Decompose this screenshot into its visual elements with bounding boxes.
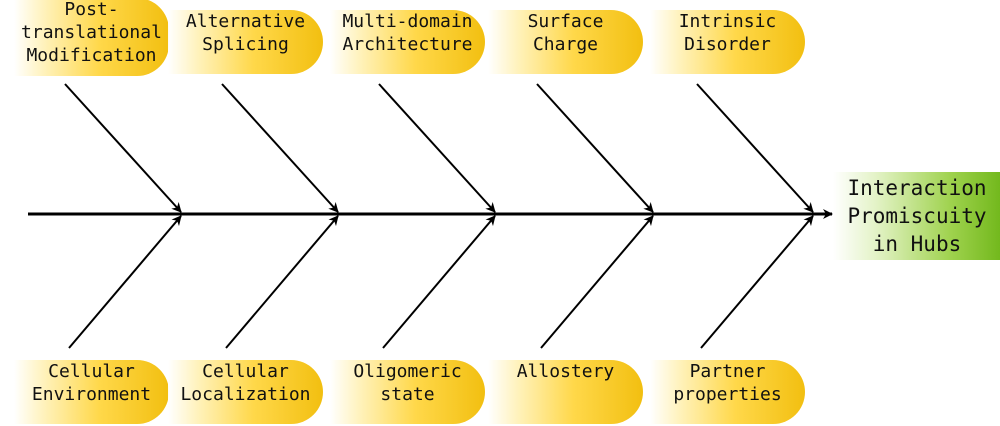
top-bone-arrow-1 [64,83,182,213]
bottom-bone-arrow-3 [382,215,496,349]
cause-allostery: Allostery [488,360,643,424]
bottom-bone-arrow-4 [540,215,654,349]
top-bone-arrow-5 [696,83,814,213]
cause-alternative-splicing: Alternative Splicing [168,10,323,74]
cause-oligomeric-state: Oligomeric state [330,360,485,424]
cause-surface-charge: Surface Charge [488,10,643,74]
cause-partner-properties: Partner properties [650,360,805,424]
effect-interaction-promiscuity: Interaction Promiscuity in Hubs [833,172,1000,260]
cause-cellular-localization: Cellular Localization [168,360,323,424]
cause-post-translational-modification: Post- translational Modification [14,0,169,76]
bone-arrows [64,83,814,349]
top-bone-arrow-3 [378,83,496,213]
bottom-bone-arrow-2 [225,215,339,349]
cause-intrinsic-disorder: Intrinsic Disorder [650,10,805,74]
top-bone-arrow-2 [221,83,339,213]
bottom-bone-arrow-1 [68,215,182,349]
bottom-bone-arrow-5 [700,215,814,349]
cause-cellular-environment: Cellular Environment [14,360,169,424]
top-bone-arrow-4 [536,83,654,213]
cause-multi-domain-architecture: Multi-domain Architecture [330,10,485,74]
